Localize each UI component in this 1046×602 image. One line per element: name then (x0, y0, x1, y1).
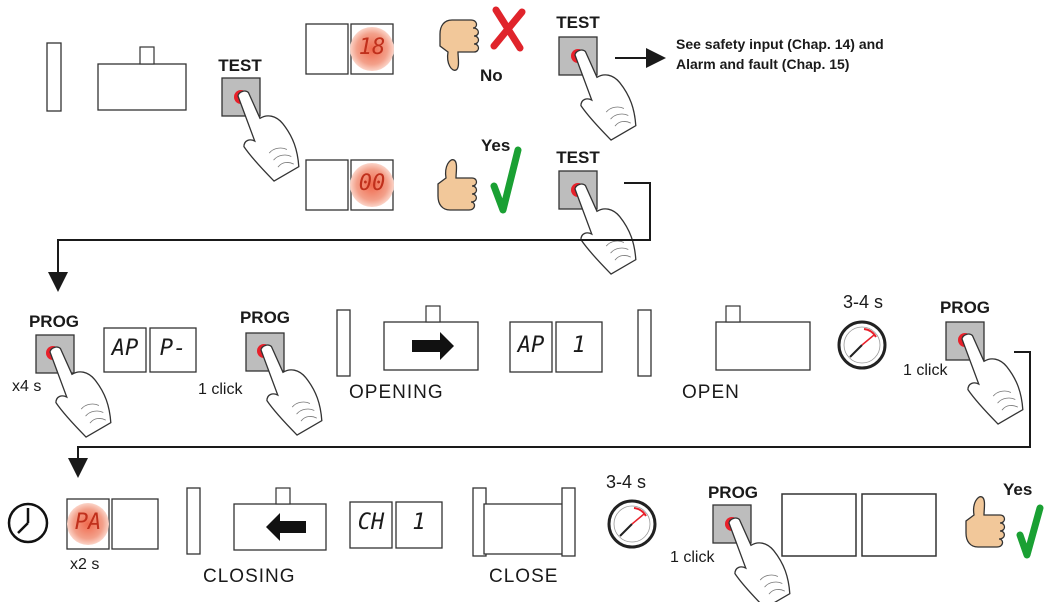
one-click-label-2: 1 click (903, 362, 948, 379)
arrow-left-icon (266, 513, 306, 541)
check-icon (490, 146, 522, 214)
x2s-label: x2 s (70, 556, 100, 573)
prog-button-label-4: PROG (707, 483, 759, 502)
display-ap: AP (111, 336, 139, 361)
time-label: 3-4 s (843, 292, 884, 312)
ok-code-display: 00 (358, 171, 386, 196)
x4s-label: x4 s (12, 378, 42, 395)
arrow-right-icon (412, 332, 454, 360)
flow-connector-2 (68, 351, 1031, 478)
open-label: OPEN (682, 382, 740, 403)
test-button-label-3: TEST (556, 148, 600, 167)
gate-post-icon (46, 42, 62, 112)
opening-label: OPENING (349, 382, 444, 403)
no-label: No (480, 66, 503, 85)
closing-label: CLOSING (203, 566, 296, 587)
yes-label: Yes (481, 136, 511, 155)
one-click-label-3: 1 click (670, 549, 715, 566)
display-pa: PA (74, 510, 102, 535)
flow-connector-1 (48, 182, 651, 292)
display-1: 1 (572, 333, 586, 358)
display-p-dash: P- (159, 336, 187, 361)
note-line-2: Alarm and fault (Chap. 15) (676, 56, 850, 72)
yes-label-2: Yes (1003, 480, 1033, 499)
prog-button-label-3: PROG (939, 298, 991, 317)
cross-icon (490, 6, 526, 52)
close-label: CLOSE (489, 566, 559, 587)
display-1-close: 1 (412, 510, 426, 535)
gate-leaf-icon (97, 63, 187, 111)
check-icon (1016, 504, 1044, 559)
prog-button-label-2: PROG (239, 308, 291, 327)
time-label-2: 3-4 s (606, 472, 647, 492)
fault-code-display: 18 (358, 35, 386, 60)
test-button-label: TEST (218, 56, 262, 75)
one-click-label: 1 click (198, 381, 243, 398)
prog-button-label: PROG (28, 312, 80, 331)
display-ap-2: AP (517, 333, 545, 358)
note-line-1: See safety input (Chap. 14) and (676, 36, 884, 52)
display-ch: CH (357, 510, 385, 535)
test-button-label-2: TEST (556, 13, 600, 32)
